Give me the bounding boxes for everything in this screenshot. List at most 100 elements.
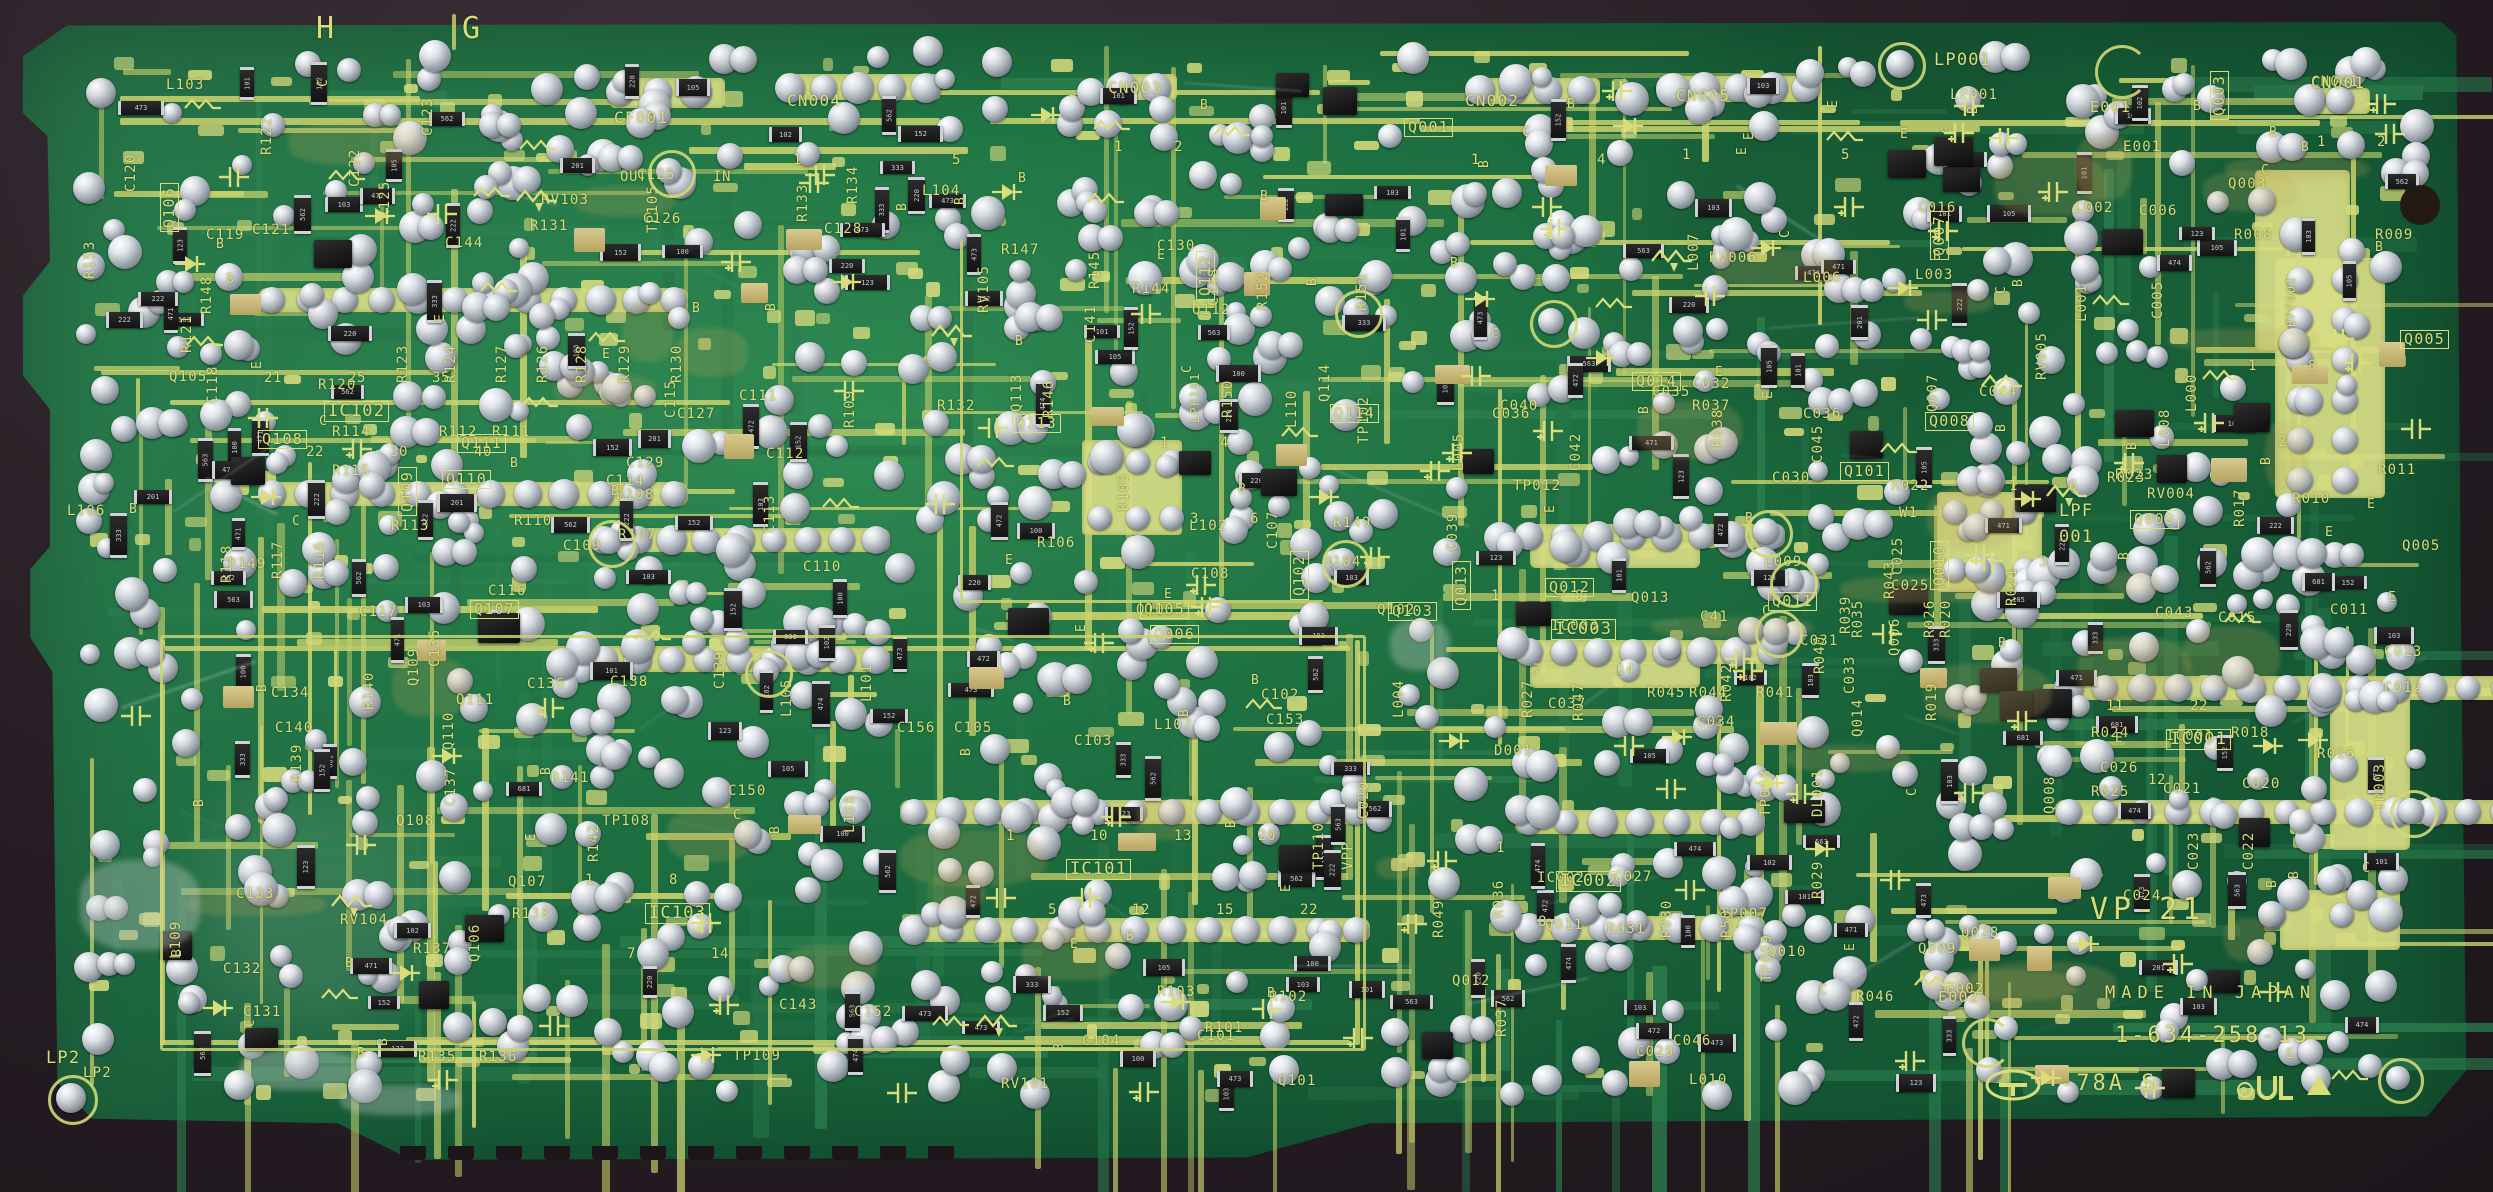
transistor-pin-letter: E [250,360,265,369]
copper-pad [654,984,675,997]
pcb-trace [244,840,435,845]
copper-pad [1050,372,1068,380]
silkscreen-label: R123 [395,344,411,383]
smd-resistor: 152 [898,126,943,142]
pcb-trace [721,161,733,445]
copper-pad [2244,314,2269,322]
copper-pad [2303,448,2326,460]
solder-joint [2018,302,2040,324]
connector-pin-number: OUT [620,169,648,185]
solder-joint [393,381,423,411]
copper-pad [763,366,776,379]
silkscreen-label: R116 [312,540,328,579]
copper-pad [1118,712,1144,726]
pcb-trace [1632,290,1922,296]
made-in-text: MADE IN JAPAN [2105,983,2317,1003]
pcb-trace [1805,561,1912,566]
smd-resistor: 222 [308,480,325,519]
capacitor-symbol-icon [1533,421,1563,441]
solder-joint [2337,131,2365,159]
capacitor-symbol-icon [428,1070,458,1090]
solder-joint [94,473,114,493]
capacitor-symbol-icon [1880,870,1910,890]
solder-joint [1011,917,1038,943]
solder-joint [1992,818,2014,840]
copper-pad [2120,952,2136,967]
silkscreen-label: C129 [626,455,665,471]
pcb-trace [1355,640,1360,1045]
flux-residue [2224,918,2273,961]
solder-joint [2063,393,2085,415]
solder-joint [1796,59,1824,87]
board-edge-notch [928,1146,954,1160]
silkscreen-label: C022 [2241,831,2257,870]
copper-pad [1401,1071,1425,1079]
smd-resistor: 562 [551,517,590,533]
copper-pad [2175,368,2188,383]
pcb-trace [598,669,829,675]
silkscreen-label: C012 [2384,680,2423,696]
pcb-trace [1822,245,1900,248]
transistor-designator: Q111 [457,434,506,453]
solder-joint [1607,140,1633,166]
smd-resistor: 100 [662,245,703,258]
solder-joint [780,493,810,523]
solder-joint [2146,853,2166,873]
solder-joint [1381,1057,1411,1087]
smd-resistor: 473 [118,101,164,115]
copper-pad [1857,485,1883,500]
capacitor-symbol-icon [2038,182,2068,202]
solder-joint [565,97,597,129]
solder-joint [1719,217,1753,251]
copper-pad [754,959,776,968]
pcb-trace [233,473,335,484]
solder-joint [1568,76,1596,104]
silkscreen-label: L103 [166,77,205,93]
silkscreen-label: R027 [1520,679,1536,718]
silkscreen-label: R020 [1938,599,1954,638]
copper-pad [2106,151,2124,160]
solder-joint [1782,903,1806,927]
pcb-trace [744,163,836,170]
solder-joint [1572,1046,1600,1074]
silkscreen-label: C41 [1700,609,1729,625]
solder-joint [2417,673,2448,703]
solder-joint [826,435,848,457]
solder-joint [1542,264,1570,292]
solder-joint [1149,96,1175,122]
transistor-pin-letter: B [2117,551,2132,560]
solder-joint [76,324,96,344]
copper-pad [338,1030,352,1045]
transistor-body [1943,167,1980,192]
solder-joint [1195,799,1222,825]
silkscreen-label: TP012 [1513,478,1562,494]
pcb-trace [1344,107,1672,111]
solder-joint [2126,340,2148,362]
pcb-trace [728,583,860,590]
silkscreen-label: C032 [1692,376,1731,392]
pcb-trace [427,747,435,1082]
copper-pad [1294,520,1311,529]
capacitor-symbol-icon [427,204,457,224]
copper-pad [328,676,343,687]
copper-pad [2201,833,2222,843]
silkscreen-label: C117 [359,604,398,620]
copper-pad [143,912,160,927]
pcb-trace [1560,120,1860,125]
transistor-pin-letter: E [1715,365,1724,380]
solder-joint [2320,980,2350,1010]
solder-joint [483,293,510,321]
diode-symbol-icon [1662,729,1692,745]
solder-joint [982,96,1008,122]
smd-resistor: 220 [328,326,372,341]
pcb-trace [482,728,489,911]
solder-joint [734,211,762,239]
transistor-pin-letter: B [1637,405,1652,414]
solder-joint [2287,467,2313,493]
smd-resistor: 103 [325,197,363,212]
capacitor-symbol-icon [1614,736,1644,756]
solder-joint [2163,674,2192,702]
pcb-trace [753,988,769,1138]
pcb-trace [276,578,578,584]
solder-joint [224,330,254,360]
